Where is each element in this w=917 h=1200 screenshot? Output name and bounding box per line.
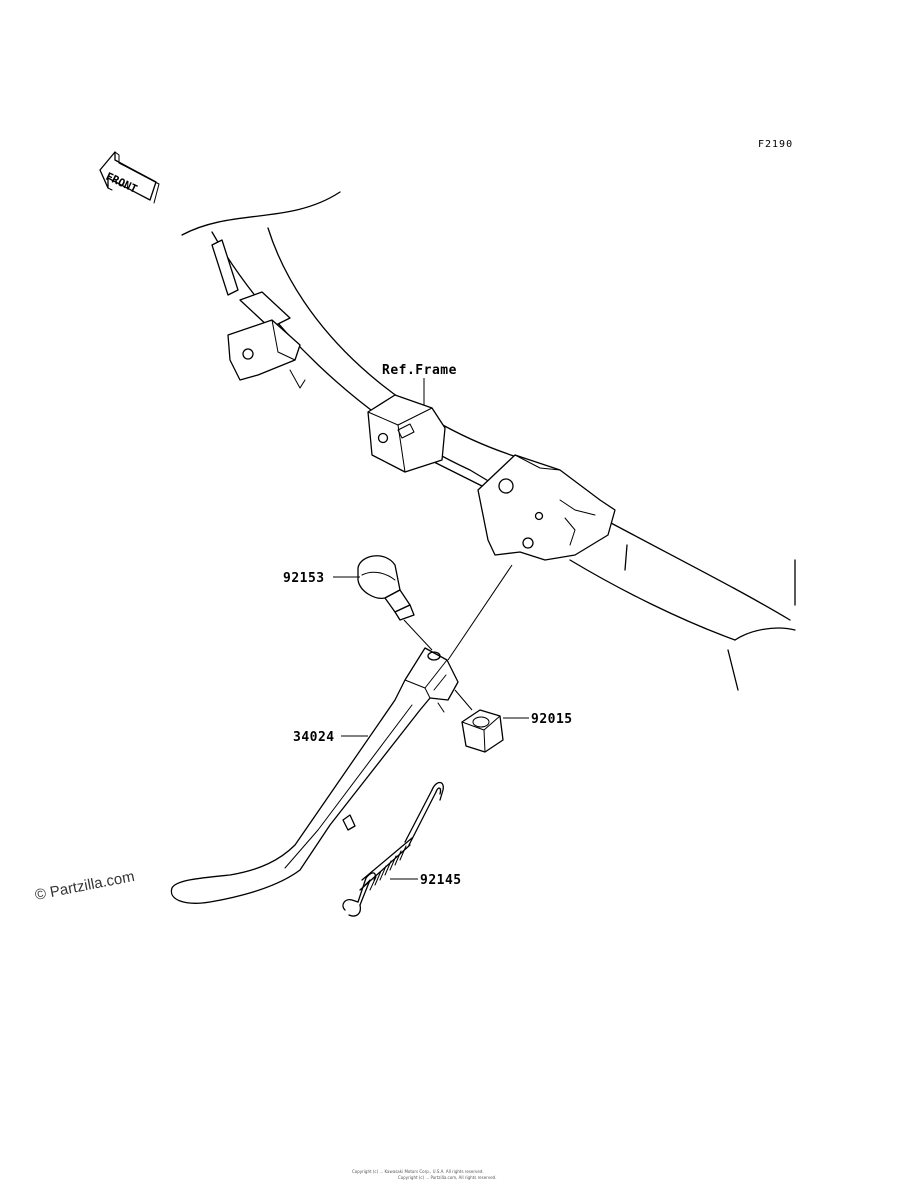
callout-92145: 92145: [390, 873, 462, 888]
nut-92015: [461, 709, 504, 753]
spring-92145: [342, 781, 444, 917]
front-label: FRONT: [104, 170, 140, 196]
callout-92153: 92153: [283, 571, 360, 586]
frame-outline: [181, 191, 796, 691]
figure-code: F2190: [758, 139, 793, 150]
label-34024: 34024: [293, 730, 335, 745]
callout-92015: 92015: [503, 712, 573, 727]
ref-frame-block: [367, 394, 446, 473]
label-92015: 92015: [531, 712, 573, 727]
footer-line-2: Copyright (c) ... Partzilla.com, All rig…: [398, 1175, 496, 1180]
label-92153: 92153: [283, 571, 325, 586]
side-stand-34024: [170, 647, 459, 904]
label-92145: 92145: [420, 873, 462, 888]
footer-line-1: Copyright (c) ... Kawasaki Motors Corp.,…: [352, 1169, 484, 1174]
callout-34024: 34024: [293, 730, 368, 745]
label-ref-frame: Ref.Frame: [382, 363, 457, 378]
front-arrow-icon: FRONT: [99, 151, 160, 204]
bolt-92153: [357, 555, 415, 621]
stand-mount-bracket: [477, 454, 616, 561]
watermark: © Partzilla.com: [34, 868, 136, 904]
frame-bracket-upper: [211, 239, 306, 389]
callout-ref-frame: Ref.Frame: [382, 363, 457, 405]
bolt-leader: [403, 619, 433, 651]
assembly-leader: [447, 564, 513, 661]
nut-leader: [454, 689, 473, 711]
